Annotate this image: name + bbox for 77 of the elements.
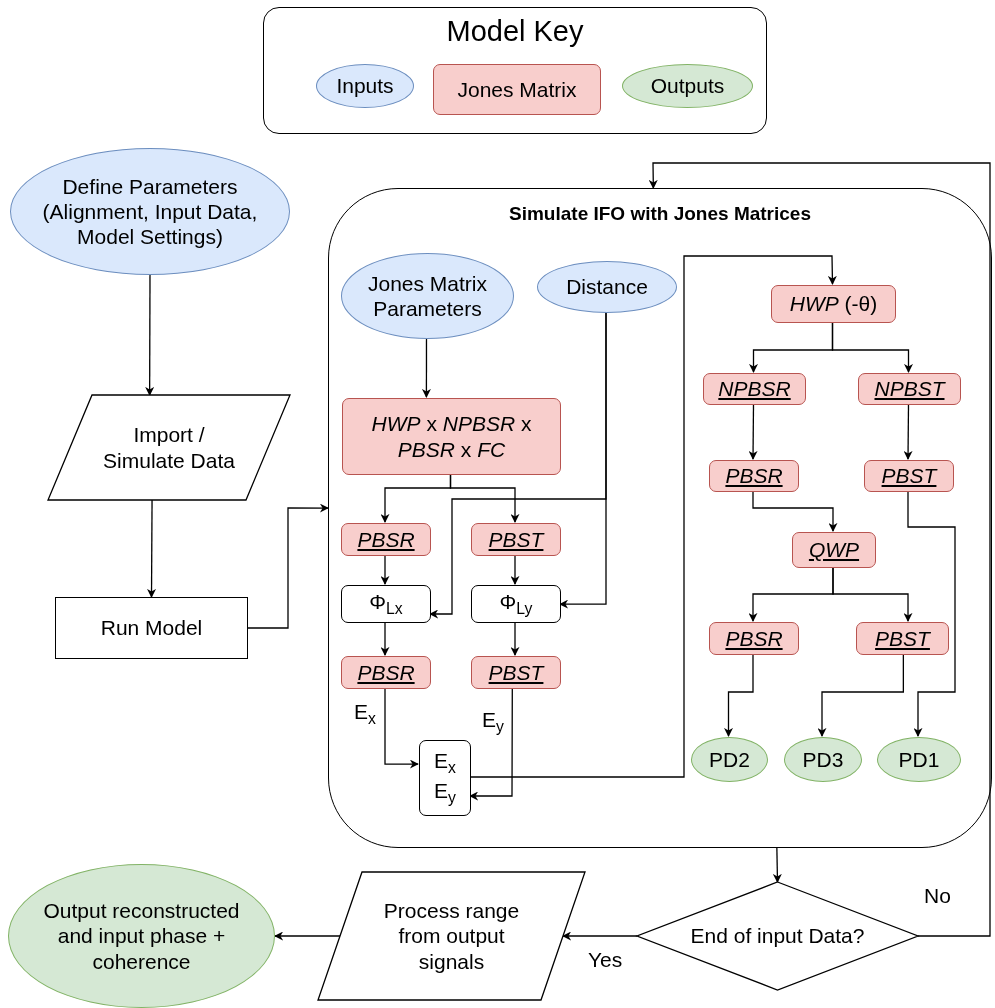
- node-label: Φ$_{Ly}$: [499, 588, 533, 620]
- arrow: [380, 621, 390, 656]
- node-label: PBST: [488, 526, 544, 553]
- node-label: PBSR: [725, 625, 783, 652]
- phase-box: [471, 585, 561, 623]
- node-label: HWP x NPBSR x PBSR x FC: [370, 411, 533, 462]
- node-label: Output reconstructed and input phase + coherence: [42, 898, 241, 974]
- node-label: E$_{y}$: [434, 778, 456, 809]
- arrow: [510, 621, 520, 656]
- field-box: [419, 740, 471, 816]
- arrow: [559, 311, 607, 609]
- jones-matrix-box: [856, 622, 949, 655]
- panel-title: Model Key: [446, 14, 584, 49]
- arrow: [831, 321, 913, 373]
- node-label: PD1: [898, 746, 940, 773]
- panel-title: Simulate IFO with Jones Matrices: [509, 203, 811, 226]
- jones-matrix-box: [858, 373, 961, 405]
- node-label: NPBSR: [718, 376, 791, 402]
- node-label: PBSR: [357, 659, 415, 686]
- arrow: [903, 403, 913, 460]
- arrow: [469, 255, 837, 778]
- arrow: [469, 687, 513, 801]
- arrow: [907, 490, 956, 737]
- arrow: [384, 687, 419, 769]
- arrow: [772, 847, 782, 883]
- node-label: PD3: [802, 746, 844, 773]
- node-label: QWP: [808, 537, 860, 563]
- jones-matrix-box: [342, 398, 561, 475]
- jones-matrix-box: [471, 523, 561, 556]
- jones-matrix-box: [341, 523, 431, 556]
- jones-matrix-box: [792, 532, 876, 568]
- jones-matrix-box: [709, 460, 799, 492]
- node-label: Inputs: [336, 73, 394, 99]
- node-label: Distance: [566, 274, 648, 300]
- jones-matrix-box: [341, 656, 431, 689]
- node-label: E$_{x}$: [434, 747, 456, 778]
- node-label: Run Model: [100, 615, 203, 641]
- jones-matrix-box: [771, 285, 896, 323]
- arrow: [832, 566, 913, 622]
- simulation-container: [328, 188, 992, 848]
- arrow: [247, 503, 329, 629]
- node-label: PBST: [881, 463, 937, 489]
- arrow: [724, 653, 754, 737]
- node-label: NPBST: [874, 376, 945, 402]
- node-label: PBST: [875, 625, 930, 652]
- jones-matrix-box: [709, 622, 799, 655]
- process-box: [55, 597, 248, 659]
- node-label: PBSR: [725, 463, 783, 489]
- key-panel: [263, 7, 767, 134]
- arrow: [449, 473, 520, 523]
- arrow: [380, 554, 390, 585]
- phase-box: [341, 585, 431, 623]
- arrow: [648, 162, 991, 937]
- node-label: Import / Simulate Data: [102, 422, 236, 473]
- arrow: [817, 653, 904, 737]
- node-label: Jones Matrix Parameters: [366, 270, 488, 322]
- node-label: End of input Data?: [690, 923, 865, 949]
- node-label: PD2: [709, 746, 750, 773]
- arrow: [752, 490, 838, 532]
- jones-matrix-box: [703, 373, 806, 405]
- jones-matrix-box: [433, 64, 601, 115]
- arrow: [421, 337, 431, 398]
- arrow: [145, 274, 155, 396]
- node-label: Outputs: [650, 73, 725, 99]
- node-label: HWP (-θ): [789, 291, 878, 317]
- arrow: [748, 403, 758, 460]
- jones-matrix-box: [864, 460, 954, 492]
- node-label: PBSR: [357, 526, 415, 553]
- node-label: PBST: [488, 659, 544, 686]
- node-label: Process range from output signals: [382, 898, 521, 974]
- arrow: [147, 499, 157, 598]
- jones-matrix-box: [471, 656, 561, 689]
- node-label: Jones Matrix: [457, 76, 577, 103]
- arrow: [510, 554, 520, 585]
- arrow: [562, 931, 638, 941]
- node-label: Define Parameters (Alignment, Input Data, Model Settings): [41, 173, 259, 250]
- node-label: Φ$_{Lx}$: [369, 588, 403, 620]
